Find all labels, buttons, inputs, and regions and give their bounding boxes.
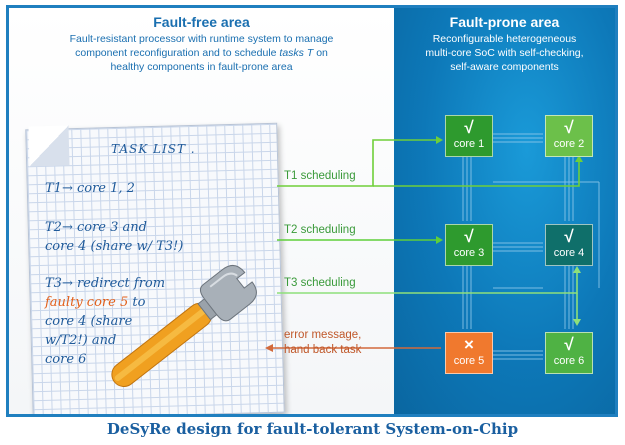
- t1-arrow: [436, 136, 443, 144]
- fault-prone-title: Fault-prone area: [449, 14, 560, 30]
- t2-arrow: [436, 236, 443, 244]
- fault-prone-subtitle-line-2: multi-core SoC with self-checking,: [425, 47, 584, 59]
- t1-line-core2: [373, 157, 580, 187]
- checkmark-icon: √: [564, 335, 574, 354]
- fault-prone-subtitle-line-3: self-aware components: [450, 61, 559, 73]
- t3-arrow-down: [573, 319, 581, 326]
- task-list-heading: TASK LIST .: [111, 142, 196, 156]
- task-t2-line-1: T2→ core 3 and: [45, 220, 147, 235]
- t2-scheduling-label: T2 scheduling: [284, 224, 356, 236]
- task-t3-line-3: core 4 (share: [45, 314, 133, 329]
- core-2[interactable]: √ core 2: [545, 115, 593, 157]
- core-5[interactable]: × core 5: [445, 332, 493, 374]
- task-t3-line-4: w/T2!) and: [45, 333, 117, 348]
- diagram-caption: DeSyRe design for fault-tolerant System-…: [106, 420, 519, 438]
- fault-free-subtitle-line-3: healthy components in fault-prone area: [110, 61, 293, 73]
- cross-icon: ×: [464, 335, 474, 354]
- t1-scheduling-label: T1 scheduling: [284, 170, 356, 182]
- checkmark-icon: √: [564, 118, 574, 137]
- task-t2-line-2: core 4 (share w/ T3!): [45, 239, 184, 254]
- core-3[interactable]: √ core 3: [445, 224, 493, 266]
- error-message-label: error message, hand back task: [284, 329, 362, 356]
- checkmark-icon: √: [564, 227, 574, 246]
- t3-arrow-up: [573, 266, 581, 273]
- core-1[interactable]: √ core 1: [445, 115, 493, 157]
- fault-free-subtitle-line-1: Fault-resistant processor with runtime s…: [69, 33, 334, 45]
- task-t3-line-1: T3→ redirect from: [45, 276, 166, 291]
- fault-free-title: Fault-free area: [153, 14, 250, 30]
- checkmark-icon: √: [464, 118, 474, 137]
- core-4[interactable]: √ core 4: [545, 224, 593, 266]
- task-t3-line-5: core 6: [45, 352, 87, 367]
- task-t1: T1→ core 1, 2: [45, 181, 135, 196]
- t1-line: [277, 139, 441, 187]
- core-6[interactable]: √ core 6: [545, 332, 593, 374]
- error-arrow: [265, 344, 273, 352]
- tasks-term: tasks T: [279, 47, 314, 59]
- fault-prone-subtitle-line-1: Reconfigurable heterogeneous: [432, 33, 577, 45]
- diagram-frame: Fault-free area Fault-resistant processo…: [6, 5, 618, 417]
- faulty-core-note: faulty core 5: [45, 295, 129, 310]
- t3-scheduling-label: T3 scheduling: [284, 277, 356, 289]
- connection-lines: [111, 133, 600, 387]
- wrench-icon: [111, 264, 257, 387]
- checkmark-icon: √: [464, 227, 474, 246]
- fault-free-subtitle-line-2: component reconfiguration and to schedul…: [75, 47, 328, 59]
- task-t3-line-2: faulty core 5 to: [45, 295, 146, 310]
